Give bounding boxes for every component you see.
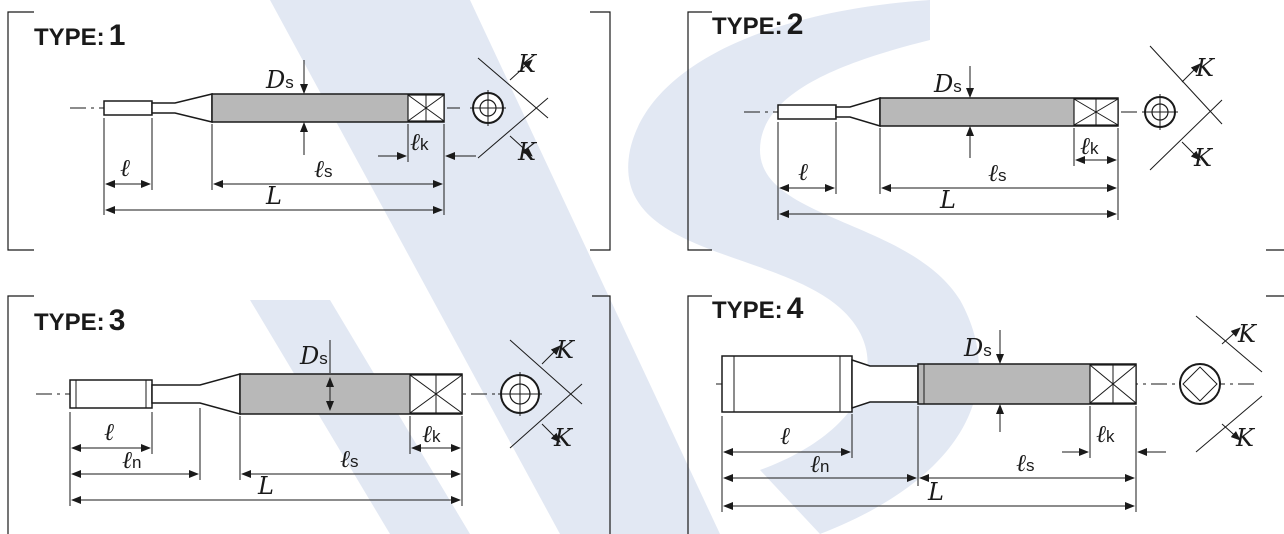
end-view xyxy=(470,57,549,159)
panel-type-1: TYPE:1 xyxy=(7,11,611,251)
end-view xyxy=(1142,45,1223,171)
label-thread-length: ℓ xyxy=(798,158,808,186)
dimensions xyxy=(69,340,463,506)
label-lk: ℓk xyxy=(1080,132,1099,160)
tap-drawing xyxy=(36,373,540,415)
label-ds: Ds xyxy=(299,342,328,370)
label-ln: ℓn xyxy=(810,450,829,478)
label-ls: ℓs xyxy=(1016,449,1035,477)
label-k-top: K xyxy=(555,336,576,364)
label-k-bottom: K xyxy=(553,424,574,452)
label-ds: Ds xyxy=(265,66,294,94)
label-ln: ℓn xyxy=(122,446,141,474)
label-k-bottom: K xyxy=(1193,144,1214,172)
panel-bracket-right xyxy=(592,295,611,534)
label-overall-length: L xyxy=(927,478,944,506)
type-heading: TYPE:2 xyxy=(712,8,803,41)
label-thread-length: ℓ xyxy=(780,422,790,450)
panel-bracket-right xyxy=(590,11,611,251)
end-view xyxy=(1179,315,1263,453)
panel-type-2: TYPE:2 xyxy=(687,8,1284,251)
type-heading: TYPE:4 xyxy=(712,292,804,325)
dimensions xyxy=(721,330,1166,512)
label-lk: ℓk xyxy=(1096,420,1115,448)
label-k-top: K xyxy=(1237,320,1258,348)
label-overall-length: L xyxy=(265,182,282,210)
watermark-logo xyxy=(250,0,979,534)
label-ls: ℓs xyxy=(314,155,333,183)
end-view xyxy=(498,339,583,449)
panel-type-4: TYPE:4 xyxy=(687,292,1284,534)
tap-drawing xyxy=(716,355,1258,413)
panel-bracket-left xyxy=(687,11,712,251)
label-lk: ℓk xyxy=(410,128,429,156)
dimensions xyxy=(103,60,476,215)
tap-drawing xyxy=(70,93,460,123)
label-ds: Ds xyxy=(963,334,992,362)
label-k-top: K xyxy=(517,50,538,78)
panel-bracket-left xyxy=(7,295,34,534)
panel-type-3: TYPE:3 xyxy=(7,295,611,534)
tap-drawing xyxy=(744,96,1140,128)
dimensions xyxy=(777,66,1119,220)
label-ls: ℓs xyxy=(988,159,1007,187)
type-heading: TYPE:3 xyxy=(34,304,125,337)
shank xyxy=(211,93,445,123)
panel-bracket-left xyxy=(687,295,712,534)
type-heading: TYPE:1 xyxy=(34,19,125,52)
label-ds: Ds xyxy=(933,70,962,98)
panel-bracket-left xyxy=(7,11,34,251)
label-thread-length: ℓ xyxy=(120,154,130,182)
label-k-top: K xyxy=(1195,54,1216,82)
label-k-bottom: K xyxy=(517,138,538,166)
label-thread-length: ℓ xyxy=(104,418,114,446)
label-overall-length: L xyxy=(257,472,274,500)
label-k-bottom: K xyxy=(1235,424,1256,452)
label-ls: ℓs xyxy=(340,445,359,473)
label-overall-length: L xyxy=(939,186,956,214)
label-lk: ℓk xyxy=(422,420,441,448)
